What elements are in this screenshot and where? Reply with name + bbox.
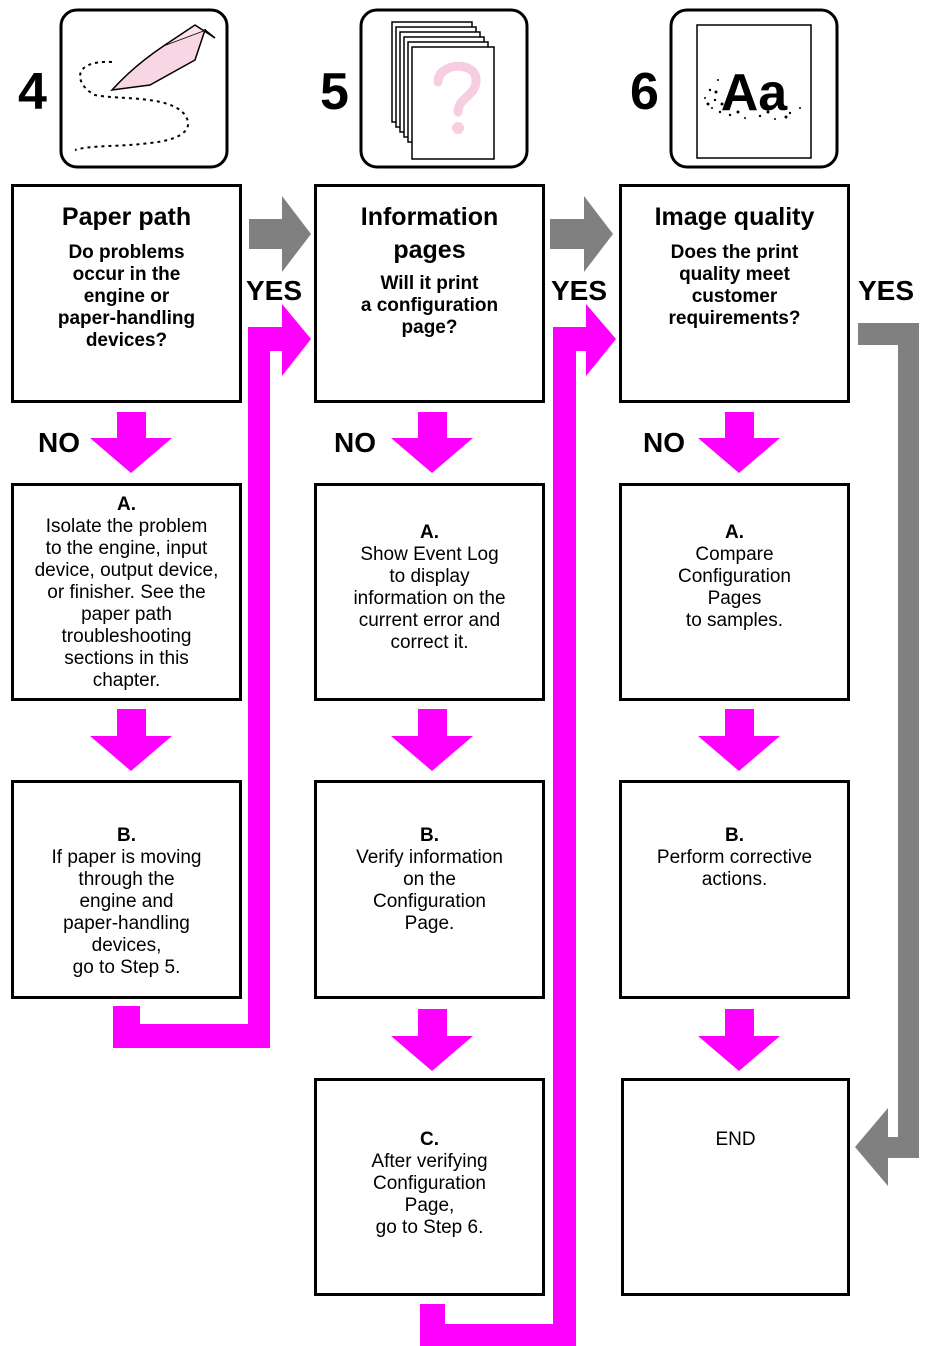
step6a-box: A. Compare Configuration Pages to sample… xyxy=(619,483,850,701)
down-arrow-5-no xyxy=(391,412,473,473)
down-arrow-4a-4b xyxy=(90,709,172,771)
step5c-text: After verifying Configuration Page, go t… xyxy=(371,1151,488,1238)
step5b-box: B. Verify information on the Configurati… xyxy=(314,780,545,999)
step6-question-box: Image quality Does the print quality mee… xyxy=(619,184,850,403)
step-number-6: 6 xyxy=(630,63,659,121)
no-label-step4: NO xyxy=(38,427,80,458)
step6-title: Image quality xyxy=(654,203,815,231)
step5b-letter: B. xyxy=(420,825,439,846)
gray-arrow-right-1 xyxy=(249,196,311,272)
step4a-text: Isolate the problem to the engine, input… xyxy=(34,516,219,691)
yes-label-step4: YES xyxy=(246,275,303,306)
step-number-5: 5 xyxy=(320,63,349,121)
no-label-step6: NO xyxy=(643,427,685,458)
down-arrow-5b-5c xyxy=(391,1009,473,1071)
information-pages-icon xyxy=(359,8,529,169)
step4a-letter: A. xyxy=(117,494,136,515)
paper-path-icon xyxy=(59,8,229,169)
gray-arrow-yes-to-end xyxy=(855,323,919,1186)
image-quality-icon: Aa xyxy=(669,8,839,169)
step5b-text: Verify information on the Configuration … xyxy=(356,847,503,934)
step6a-letter: A. xyxy=(725,522,744,543)
step5-question-box: Information pages Will it print a config… xyxy=(314,184,545,403)
yes-label-step6: YES xyxy=(858,275,915,306)
step6b-text: Perform corrective actions. xyxy=(656,847,813,890)
end-box: END xyxy=(621,1078,850,1296)
step5-title: Information pages xyxy=(360,203,499,264)
pink-arrow-4b-to-step5 xyxy=(113,304,311,1048)
down-arrow-4-no xyxy=(90,412,172,473)
step4b-letter: B. xyxy=(117,825,136,846)
step5c-box: C. After verifying Configuration Page, g… xyxy=(314,1078,545,1296)
pink-arrow-5c-to-step6 xyxy=(420,304,616,1346)
step4-title: Paper path xyxy=(61,203,192,231)
step5a-letter: A. xyxy=(420,522,439,543)
step5-question: Will it print a configuration page? xyxy=(360,273,499,338)
down-arrow-6-no xyxy=(698,412,780,473)
step6b-box: B. Perform corrective actions. xyxy=(619,780,850,999)
step5c-letter: C. xyxy=(420,1129,439,1150)
step-number-4: 4 xyxy=(18,63,47,121)
step4a-box: A. Isolate the problem to the engine, in… xyxy=(11,483,242,701)
aa-sample-text: Aa xyxy=(721,64,789,122)
no-label-step5: NO xyxy=(334,427,376,458)
step6a-text: Compare Configuration Pages to samples. xyxy=(677,544,792,631)
step6b-letter: B. xyxy=(725,825,744,846)
down-arrow-6a-6b xyxy=(698,709,780,771)
down-arrow-6b-end xyxy=(698,1009,780,1071)
step5a-text: Show Event Log to display information on… xyxy=(353,544,506,653)
step4b-text: If paper is moving through the engine an… xyxy=(51,847,202,978)
step4-question: Do problems occur in the engine or paper… xyxy=(57,242,196,351)
step4-question-box: Paper path Do problems occur in the engi… xyxy=(11,184,242,403)
end-label: END xyxy=(715,1129,756,1150)
down-arrow-5a-5b xyxy=(391,709,473,771)
yes-label-step5: YES xyxy=(551,275,608,306)
gray-arrow-right-2 xyxy=(550,196,613,272)
step6-question: Does the print quality meet customer req… xyxy=(668,242,801,329)
step5a-box: A. Show Event Log to display information… xyxy=(314,483,545,701)
step4b-box: B. If paper is moving through the engine… xyxy=(11,780,242,999)
